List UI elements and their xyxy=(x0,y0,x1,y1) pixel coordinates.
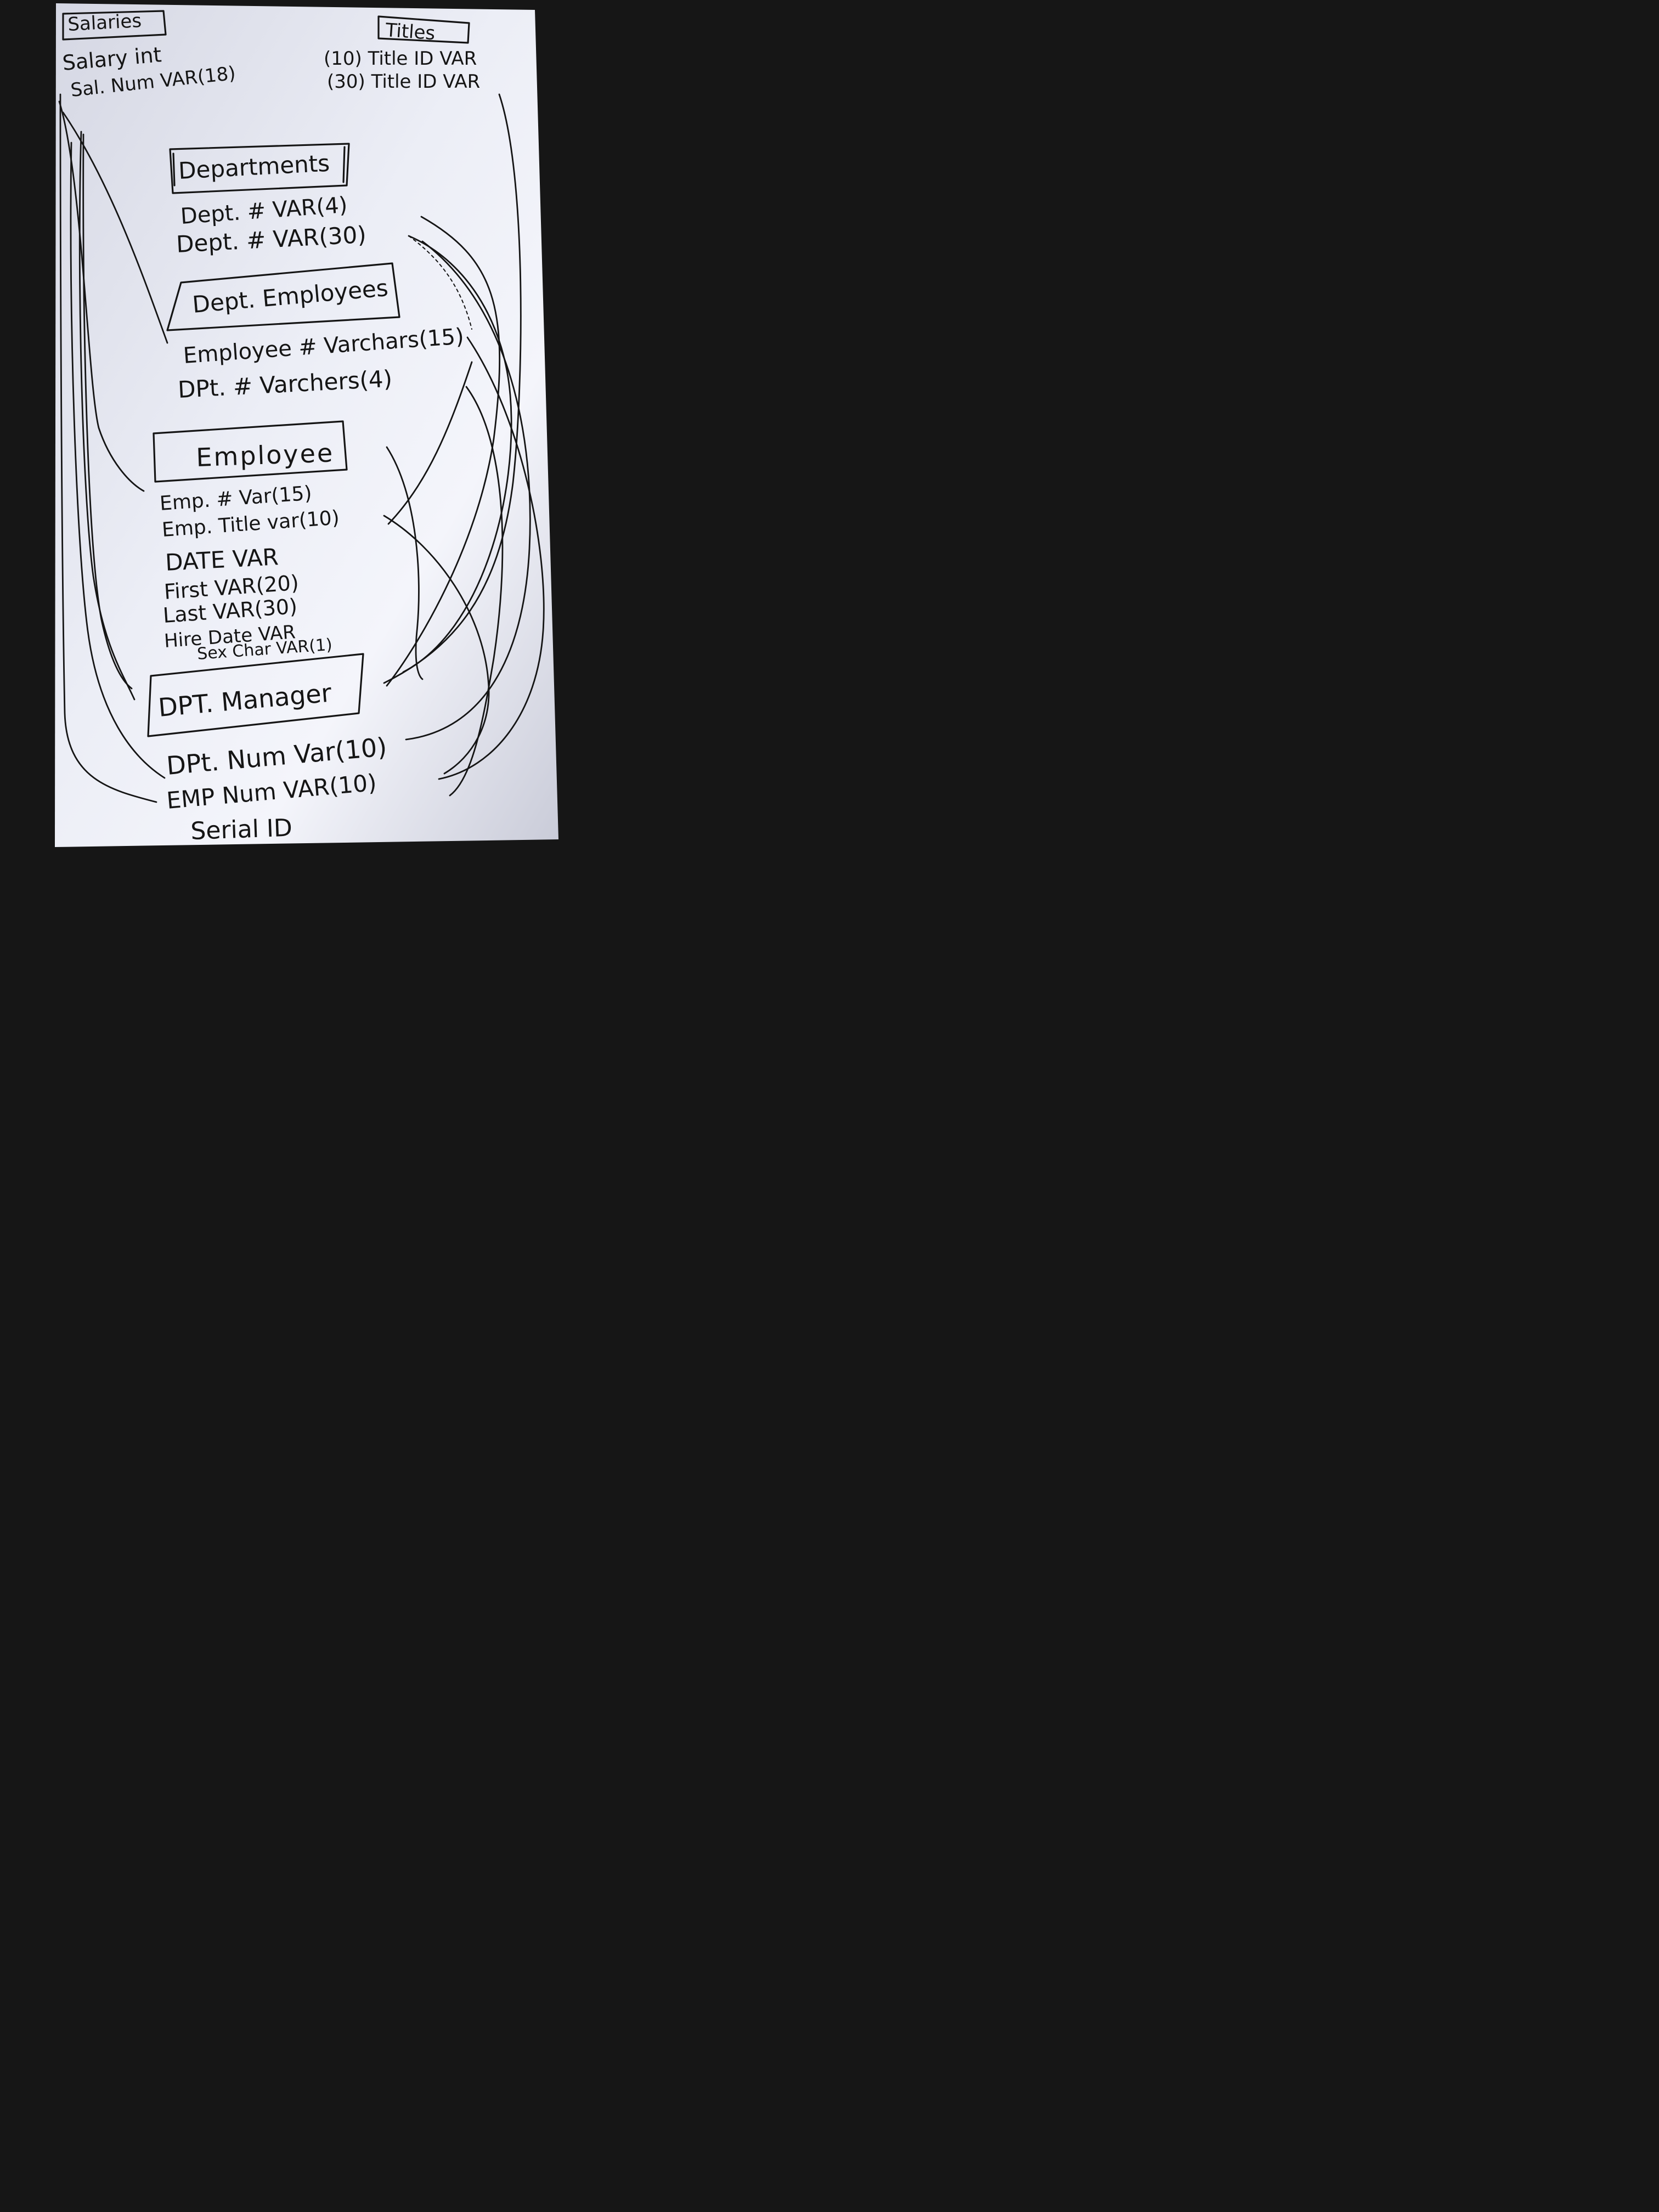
table-field: (10) Title ID VAR xyxy=(324,48,477,70)
photo-stage: Salaries Salary int Sal. Num VAR(18) Tit… xyxy=(0,0,645,860)
index-card xyxy=(55,3,558,847)
table-title: Titles xyxy=(384,19,436,44)
table-field: (30) Title ID VAR xyxy=(327,71,480,93)
er-diagram-sketch: Salaries Salary int Sal. Num VAR(18) Tit… xyxy=(55,3,558,847)
table-titles: Titles (10) Title ID VAR (30) Title ID V… xyxy=(324,15,480,93)
table-field: Serial ID xyxy=(190,814,293,845)
table-departments: Departments Dept. # VAR(4) Dept. # VAR(3… xyxy=(169,143,367,258)
table-title: Employee xyxy=(195,438,335,472)
relationship-lines xyxy=(58,93,545,803)
table-field: DATE VAR xyxy=(165,543,279,576)
table-title: Salaries xyxy=(67,10,142,36)
